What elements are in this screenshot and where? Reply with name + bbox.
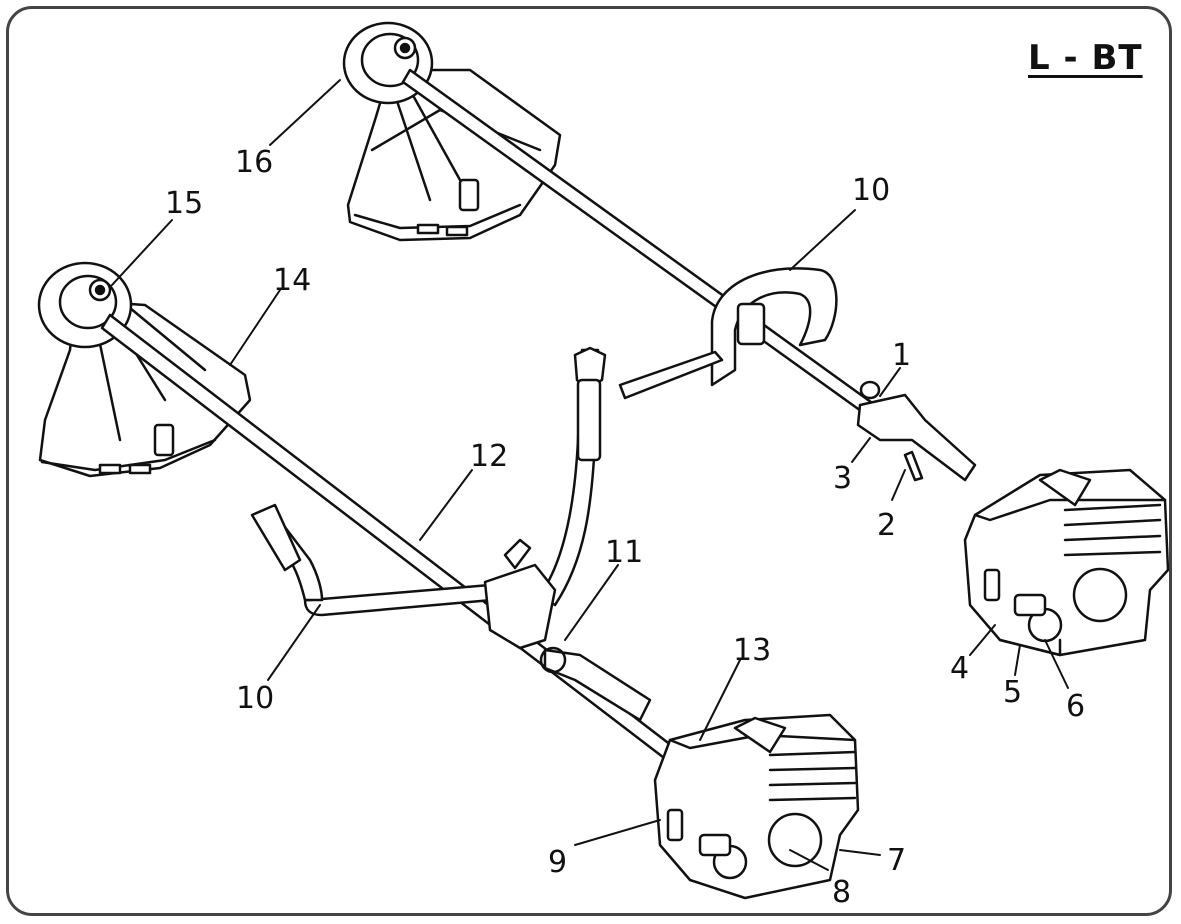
model-title: L - BT: [1028, 38, 1143, 78]
leader-lines: [111, 79, 1069, 871]
label-10-upper: 10: [852, 173, 890, 208]
label-4: 4: [950, 651, 969, 686]
upper-machine: [342, 21, 1170, 657]
label-15: 15: [165, 186, 203, 221]
label-6: 6: [1066, 689, 1085, 724]
label-13: 13: [733, 633, 771, 668]
label-14: 14: [273, 263, 311, 298]
label-1: 1: [892, 338, 911, 373]
upper-loop-handle: [710, 267, 838, 387]
label-10-lower: 10: [236, 681, 274, 716]
label-8: 8: [832, 875, 851, 910]
part-labels: 1 2 3 4 5 6 7 8 9 10 10 11 12 13 14 15 1…: [165, 145, 1085, 910]
label-16: 16: [235, 145, 273, 180]
diagram-frame: [6, 6, 1172, 916]
label-12: 12: [470, 439, 508, 474]
label-3: 3: [833, 461, 852, 496]
lower-handle-clamp: [483, 563, 557, 650]
lower-machine: [37, 261, 860, 900]
label-9: 9: [548, 845, 567, 880]
upper-shaft: [401, 68, 877, 418]
label-11: 11: [605, 535, 643, 570]
label-5: 5: [1003, 675, 1022, 710]
lower-bike-handle: [303, 583, 494, 617]
upper-throttle-grip: [856, 393, 977, 482]
label-7: 7: [887, 843, 906, 878]
label-2: 2: [877, 508, 896, 543]
